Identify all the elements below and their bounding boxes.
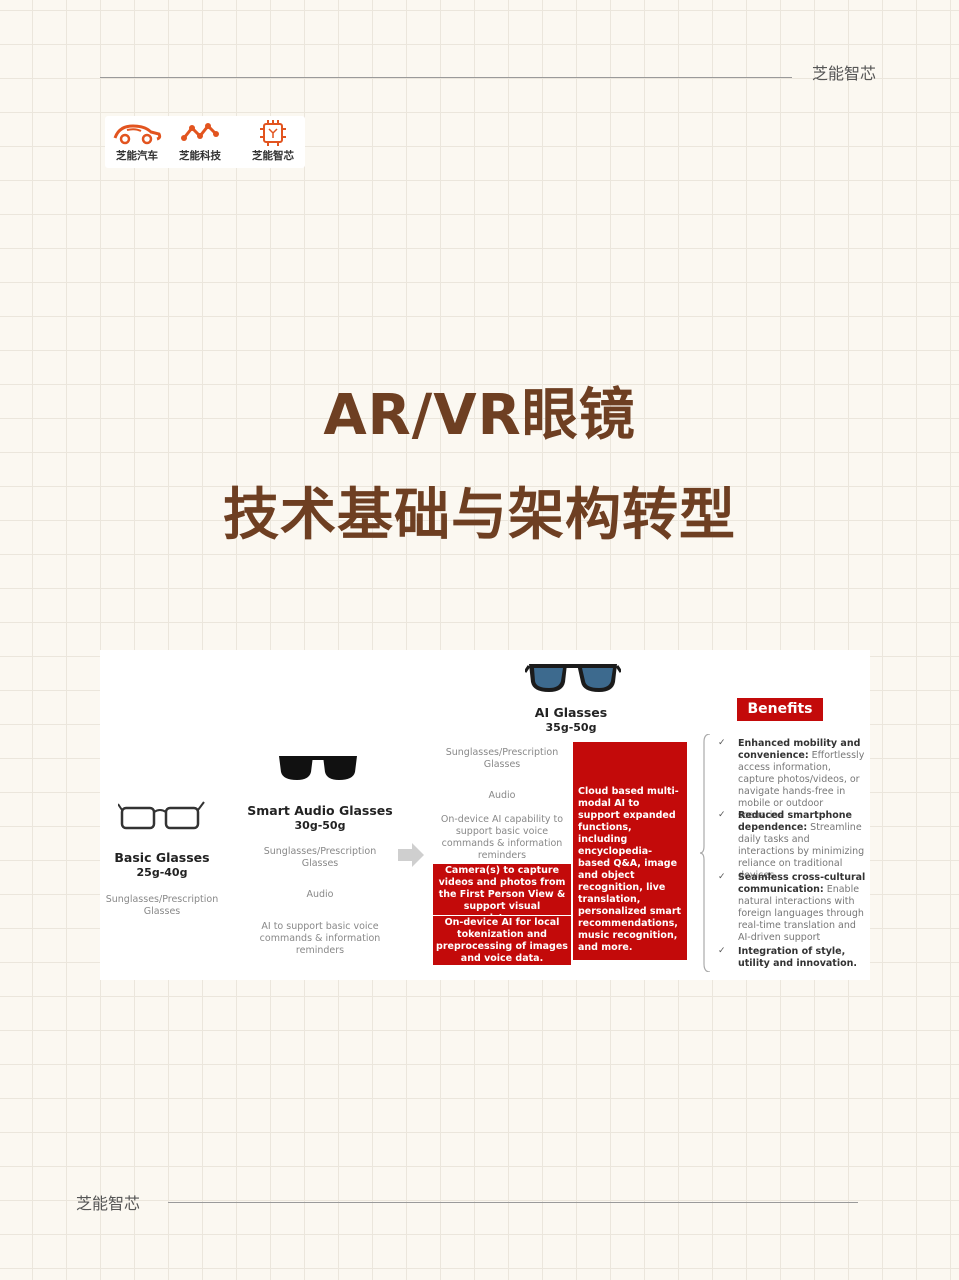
header-brand: 芝能智芯 bbox=[812, 64, 877, 83]
check-icon: ✓ bbox=[718, 738, 726, 748]
check-icon: ✓ bbox=[718, 872, 726, 882]
header-rule bbox=[100, 77, 792, 78]
ai-feature-frames: Sunglasses/Prescription Glasses bbox=[445, 747, 559, 770]
logo-zhineng-auto: 芝能汽车 bbox=[104, 120, 170, 163]
page-title-line2: 技术基础与架构转型 bbox=[223, 483, 736, 548]
basic-glasses-icon bbox=[118, 801, 205, 830]
ai-cloud-box: Cloud based multi-modal AI to support ex… bbox=[572, 741, 688, 961]
ai-camera-box: Camera(s) to capture videos and photos f… bbox=[432, 863, 572, 924]
footer-rule bbox=[168, 1202, 858, 1203]
benefits-heading: Benefits bbox=[737, 698, 823, 721]
ai-glasses-evolution-figure: Basic Glasses 25g-40g Sunglasses/Prescri… bbox=[100, 650, 870, 980]
ai-glasses-name: AI Glasses bbox=[534, 705, 608, 720]
ai-feature-ondevice: On-device AI capability to support basic… bbox=[440, 814, 564, 861]
check-icon: ✓ bbox=[718, 946, 726, 956]
footer-brand: 芝能智芯 bbox=[76, 1194, 141, 1213]
smart-audio-glasses-icon bbox=[279, 756, 357, 780]
chip-logo-icon bbox=[260, 120, 286, 146]
logo-label: 芝能科技 bbox=[179, 150, 221, 162]
basic-glasses-weight: 25g-40g bbox=[136, 866, 188, 879]
benefit-item: Integration of style, utility and innova… bbox=[738, 946, 858, 969]
audio-feature-audio: Audio bbox=[306, 889, 334, 900]
benefit-item: Seamless cross-cultural communication: E… bbox=[738, 872, 866, 943]
page-title-line1: AR/VR眼镜 bbox=[323, 383, 636, 448]
ai-feature-audio: Audio bbox=[488, 790, 516, 801]
smart-audio-glasses-weight: 30g-50g bbox=[294, 819, 346, 832]
car-logo-icon bbox=[113, 124, 162, 145]
arrow-right-icon bbox=[398, 843, 424, 867]
basic-glasses-name: Basic Glasses bbox=[114, 850, 210, 865]
audio-feature-frames: Sunglasses/Prescription Glasses bbox=[263, 846, 377, 869]
smart-audio-glasses-name: Smart Audio Glasses bbox=[247, 803, 393, 818]
network-logo-icon bbox=[181, 123, 219, 141]
logo-label: 芝能汽车 bbox=[116, 150, 158, 162]
ai-ondevice-box: On-device AI for local tokenization and … bbox=[432, 915, 572, 966]
audio-feature-ai: AI to support basic voice commands & inf… bbox=[259, 921, 381, 956]
logo-label: 芝能智芯 bbox=[252, 150, 294, 162]
benefit-item: Enhanced mobility and convenience: Effor… bbox=[738, 738, 865, 821]
benefits-bracket bbox=[700, 734, 711, 972]
ai-glasses-icon bbox=[525, 664, 621, 692]
logo-zhineng-tech: 芝能科技 bbox=[167, 120, 233, 163]
ai-glasses-weight: 35g-50g bbox=[545, 721, 597, 734]
logo-zhineng-chip: 芝能智芯 bbox=[240, 120, 306, 163]
basic-feature-frames: Sunglasses/Prescription Glasses bbox=[105, 894, 219, 917]
benefit-item: Reduced smartphone dependence: Streamlin… bbox=[738, 810, 865, 881]
check-icon: ✓ bbox=[718, 810, 726, 820]
